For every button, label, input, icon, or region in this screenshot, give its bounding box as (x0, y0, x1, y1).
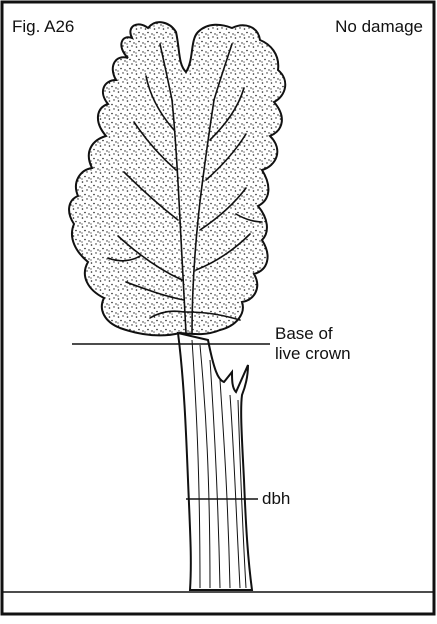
damage-status-label: No damage (335, 17, 423, 37)
tree-trunk (178, 333, 252, 590)
crown-label-line-2: live crown (275, 344, 351, 364)
base-of-live-crown-label: Base of live crown (275, 324, 351, 364)
dbh-label: dbh (262, 489, 290, 509)
figure-number: Fig. A26 (12, 17, 74, 37)
crown-label-line-1: Base of (275, 324, 351, 344)
